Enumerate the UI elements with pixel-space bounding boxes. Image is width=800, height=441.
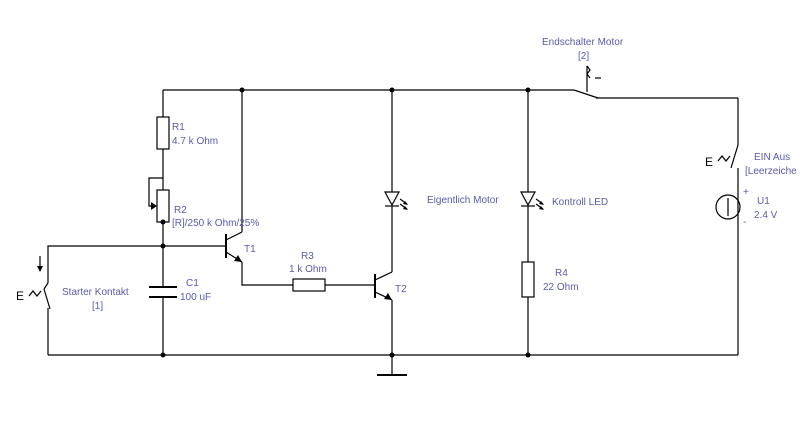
transistor-t1 xyxy=(225,231,243,263)
junction-dot xyxy=(160,352,166,358)
c1-name: C1 xyxy=(186,278,199,289)
junctions xyxy=(160,87,531,358)
u1-plus: + xyxy=(743,187,749,198)
switch-ein-aus xyxy=(717,144,739,169)
r3-value: 1 k Ohm xyxy=(289,264,327,275)
starter-key: [1] xyxy=(92,301,103,312)
transistor-t2 xyxy=(374,271,393,301)
u1-name: U1 xyxy=(757,196,770,207)
r4-name: R4 xyxy=(555,268,568,279)
endschalter-key: [2] xyxy=(578,51,589,62)
wire-t1-emitter xyxy=(241,262,293,286)
led-motor xyxy=(383,191,408,210)
junction-dot xyxy=(389,87,395,93)
ein-aus-prefix: E xyxy=(705,155,713,169)
switch-endschalter xyxy=(573,65,601,99)
r2-wiper-arrow xyxy=(151,202,157,210)
resistor-r4 xyxy=(521,261,535,298)
r2-value: [R]/250 k Ohm/25% xyxy=(172,218,259,229)
r3-name: R3 xyxy=(301,251,314,262)
endschalter-label: Endschalter Motor xyxy=(542,37,624,48)
junction-dot xyxy=(525,352,531,358)
ein-aus-key: [Leerzeiche xyxy=(745,166,797,177)
t1-name: T1 xyxy=(244,244,256,255)
starter-label: Starter Kontakt xyxy=(62,287,129,298)
wire-r2-wiper xyxy=(148,177,163,207)
voltage-source-u1 xyxy=(715,194,741,220)
junction-dot xyxy=(525,87,531,93)
u1-minus: - xyxy=(743,217,746,228)
starter-prefix: E xyxy=(16,289,24,303)
switch-starter xyxy=(28,256,51,310)
ein-aus-label: EIN Aus xyxy=(754,152,790,163)
junction-dot xyxy=(160,243,166,249)
potentiometer-r2 xyxy=(156,189,170,223)
resistor-r3 xyxy=(292,278,326,292)
c1-value: 100 uF xyxy=(180,292,211,303)
u1-value: 2.4 V xyxy=(754,210,778,221)
motor-led-label: Eigentlich Motor xyxy=(427,195,499,206)
t2-name: T2 xyxy=(395,284,407,295)
r1-name: R1 xyxy=(172,122,185,133)
r2-name: R2 xyxy=(174,205,187,216)
r1-value: 4.7 k Ohm xyxy=(172,136,218,147)
wires xyxy=(47,89,739,375)
resistor-r1 xyxy=(156,116,170,150)
junction-dot xyxy=(239,87,245,93)
led-kontroll xyxy=(519,191,544,210)
r4-value: 22 Ohm xyxy=(543,282,579,293)
wire-starter-top xyxy=(47,245,163,283)
kontroll-led-label: Kontroll LED xyxy=(552,197,608,208)
junction-dot xyxy=(389,352,395,358)
